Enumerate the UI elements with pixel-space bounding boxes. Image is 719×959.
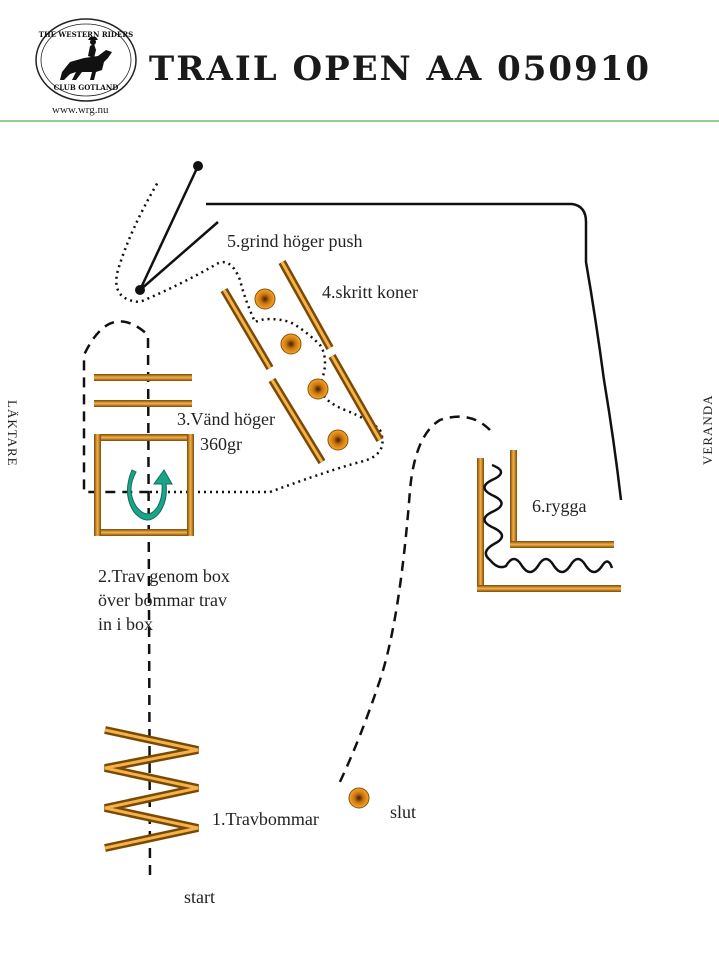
label-obstacle-2-line-1: 2.Trav genom box <box>98 566 230 586</box>
cone <box>307 378 329 400</box>
label-obstacle-6: 6.rygga <box>532 496 586 516</box>
obstacle-2-box <box>94 374 194 536</box>
page-title: TRAIL OPEN AA 050910 <box>149 49 651 89</box>
obstacle-5-gate <box>135 161 623 501</box>
cone <box>280 333 302 355</box>
horse-rider-icon <box>60 37 112 80</box>
gate-arm <box>139 221 219 291</box>
label-obstacle-5: 5.grind höger push <box>227 231 362 251</box>
back-up-zigzag <box>483 463 614 574</box>
website-url: www.wrg.nu <box>52 104 109 116</box>
finish-marker <box>348 787 370 809</box>
obstacle-1-trot-poles <box>104 726 199 852</box>
cone <box>254 288 276 310</box>
route-dashed-main <box>82 320 152 876</box>
cone <box>327 429 349 451</box>
club-logo: THE WESTERN RIDERS CLUB GOTLAND <box>35 18 137 102</box>
logo-top-text: THE WESTERN RIDERS <box>39 30 133 39</box>
obstacle-4-cones <box>220 260 384 465</box>
cone-poles-right <box>278 260 384 442</box>
label-obstacle-2-line-3: in i box <box>98 614 153 634</box>
side-label-right: VERANDA <box>700 394 715 465</box>
label-obstacle-3-line-2: 360gr <box>200 434 242 454</box>
label-start: start <box>184 887 215 907</box>
turn-arrow-icon <box>127 469 173 521</box>
route-dashed-finish <box>336 415 491 787</box>
label-obstacle-3-line-1: 3.Vänd höger <box>177 409 275 429</box>
cone-poles-left <box>220 287 326 465</box>
label-finish: slut <box>390 802 416 822</box>
gate-arm <box>138 165 200 291</box>
header: THE WESTERN RIDERS CLUB GOTLAND www.wrg.… <box>0 18 719 122</box>
obstacle-6-back-up <box>477 450 621 592</box>
route-path <box>82 181 491 876</box>
label-obstacle-1: 1.Travbommar <box>212 809 319 829</box>
side-label-left: LÄKTARE <box>5 400 20 467</box>
logo-bottom-text: CLUB GOTLAND <box>54 83 119 92</box>
label-obstacle-2-line-2: över bommar trav <box>98 590 227 610</box>
fence-line <box>206 202 623 501</box>
label-obstacle-4: 4.skritt koner <box>322 282 418 302</box>
